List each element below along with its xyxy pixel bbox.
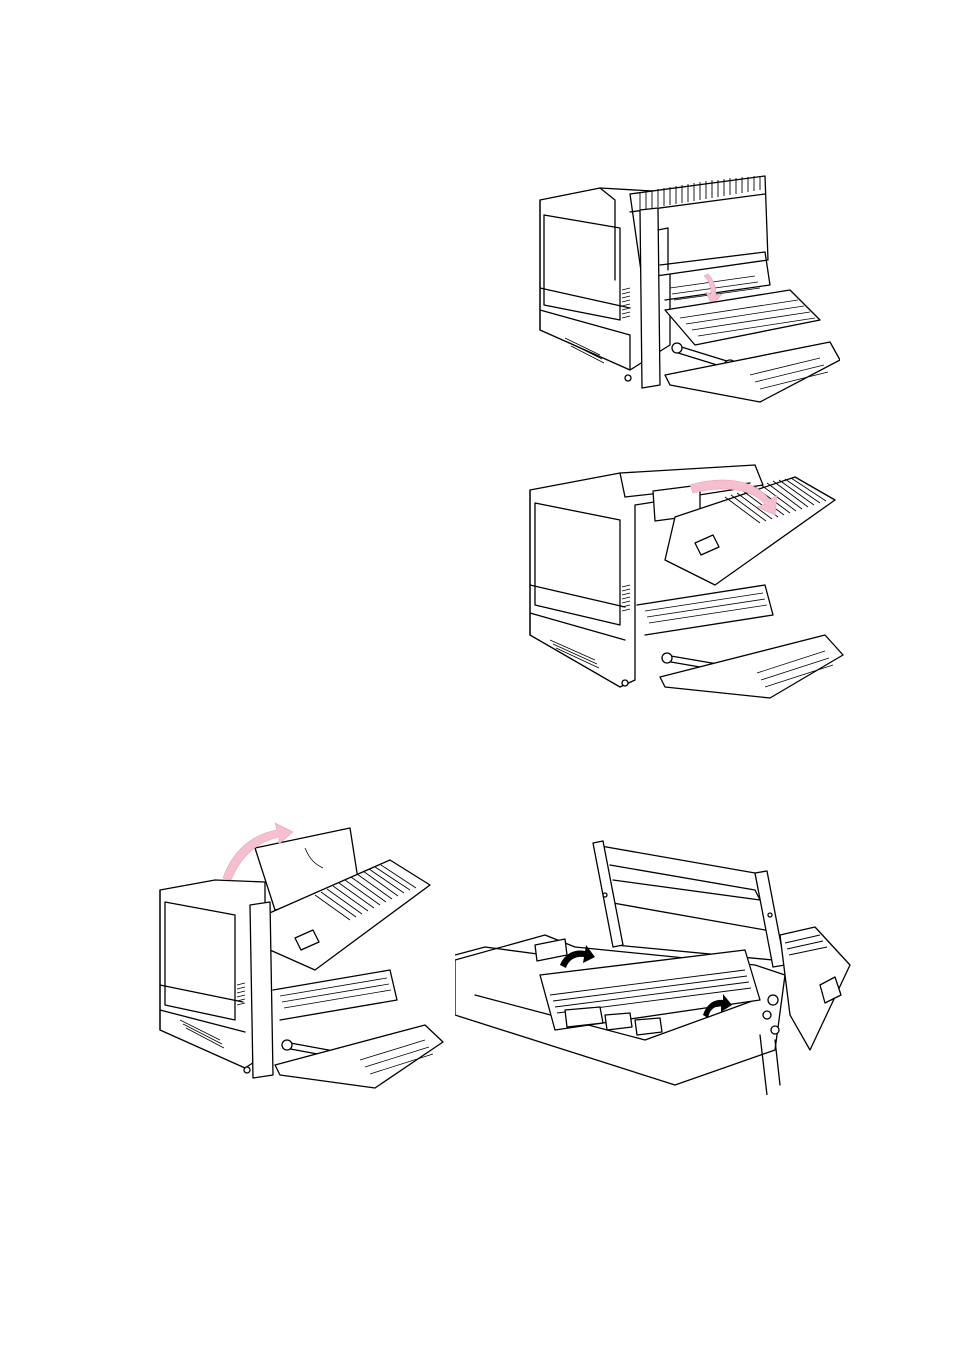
figure-printer-cover-lift bbox=[525, 455, 845, 700]
printer-rear-cover-open-illustration bbox=[530, 170, 840, 405]
printer-fuser-levers-illustration bbox=[455, 835, 855, 1095]
printer-paper-removal-illustration bbox=[155, 820, 450, 1095]
figure-printer-rear-open bbox=[530, 170, 840, 405]
printer-fuser-cover-lift-illustration bbox=[525, 455, 845, 700]
figure-printer-paper-removal bbox=[155, 820, 450, 1095]
figure-printer-fuser-levers bbox=[455, 835, 855, 1095]
